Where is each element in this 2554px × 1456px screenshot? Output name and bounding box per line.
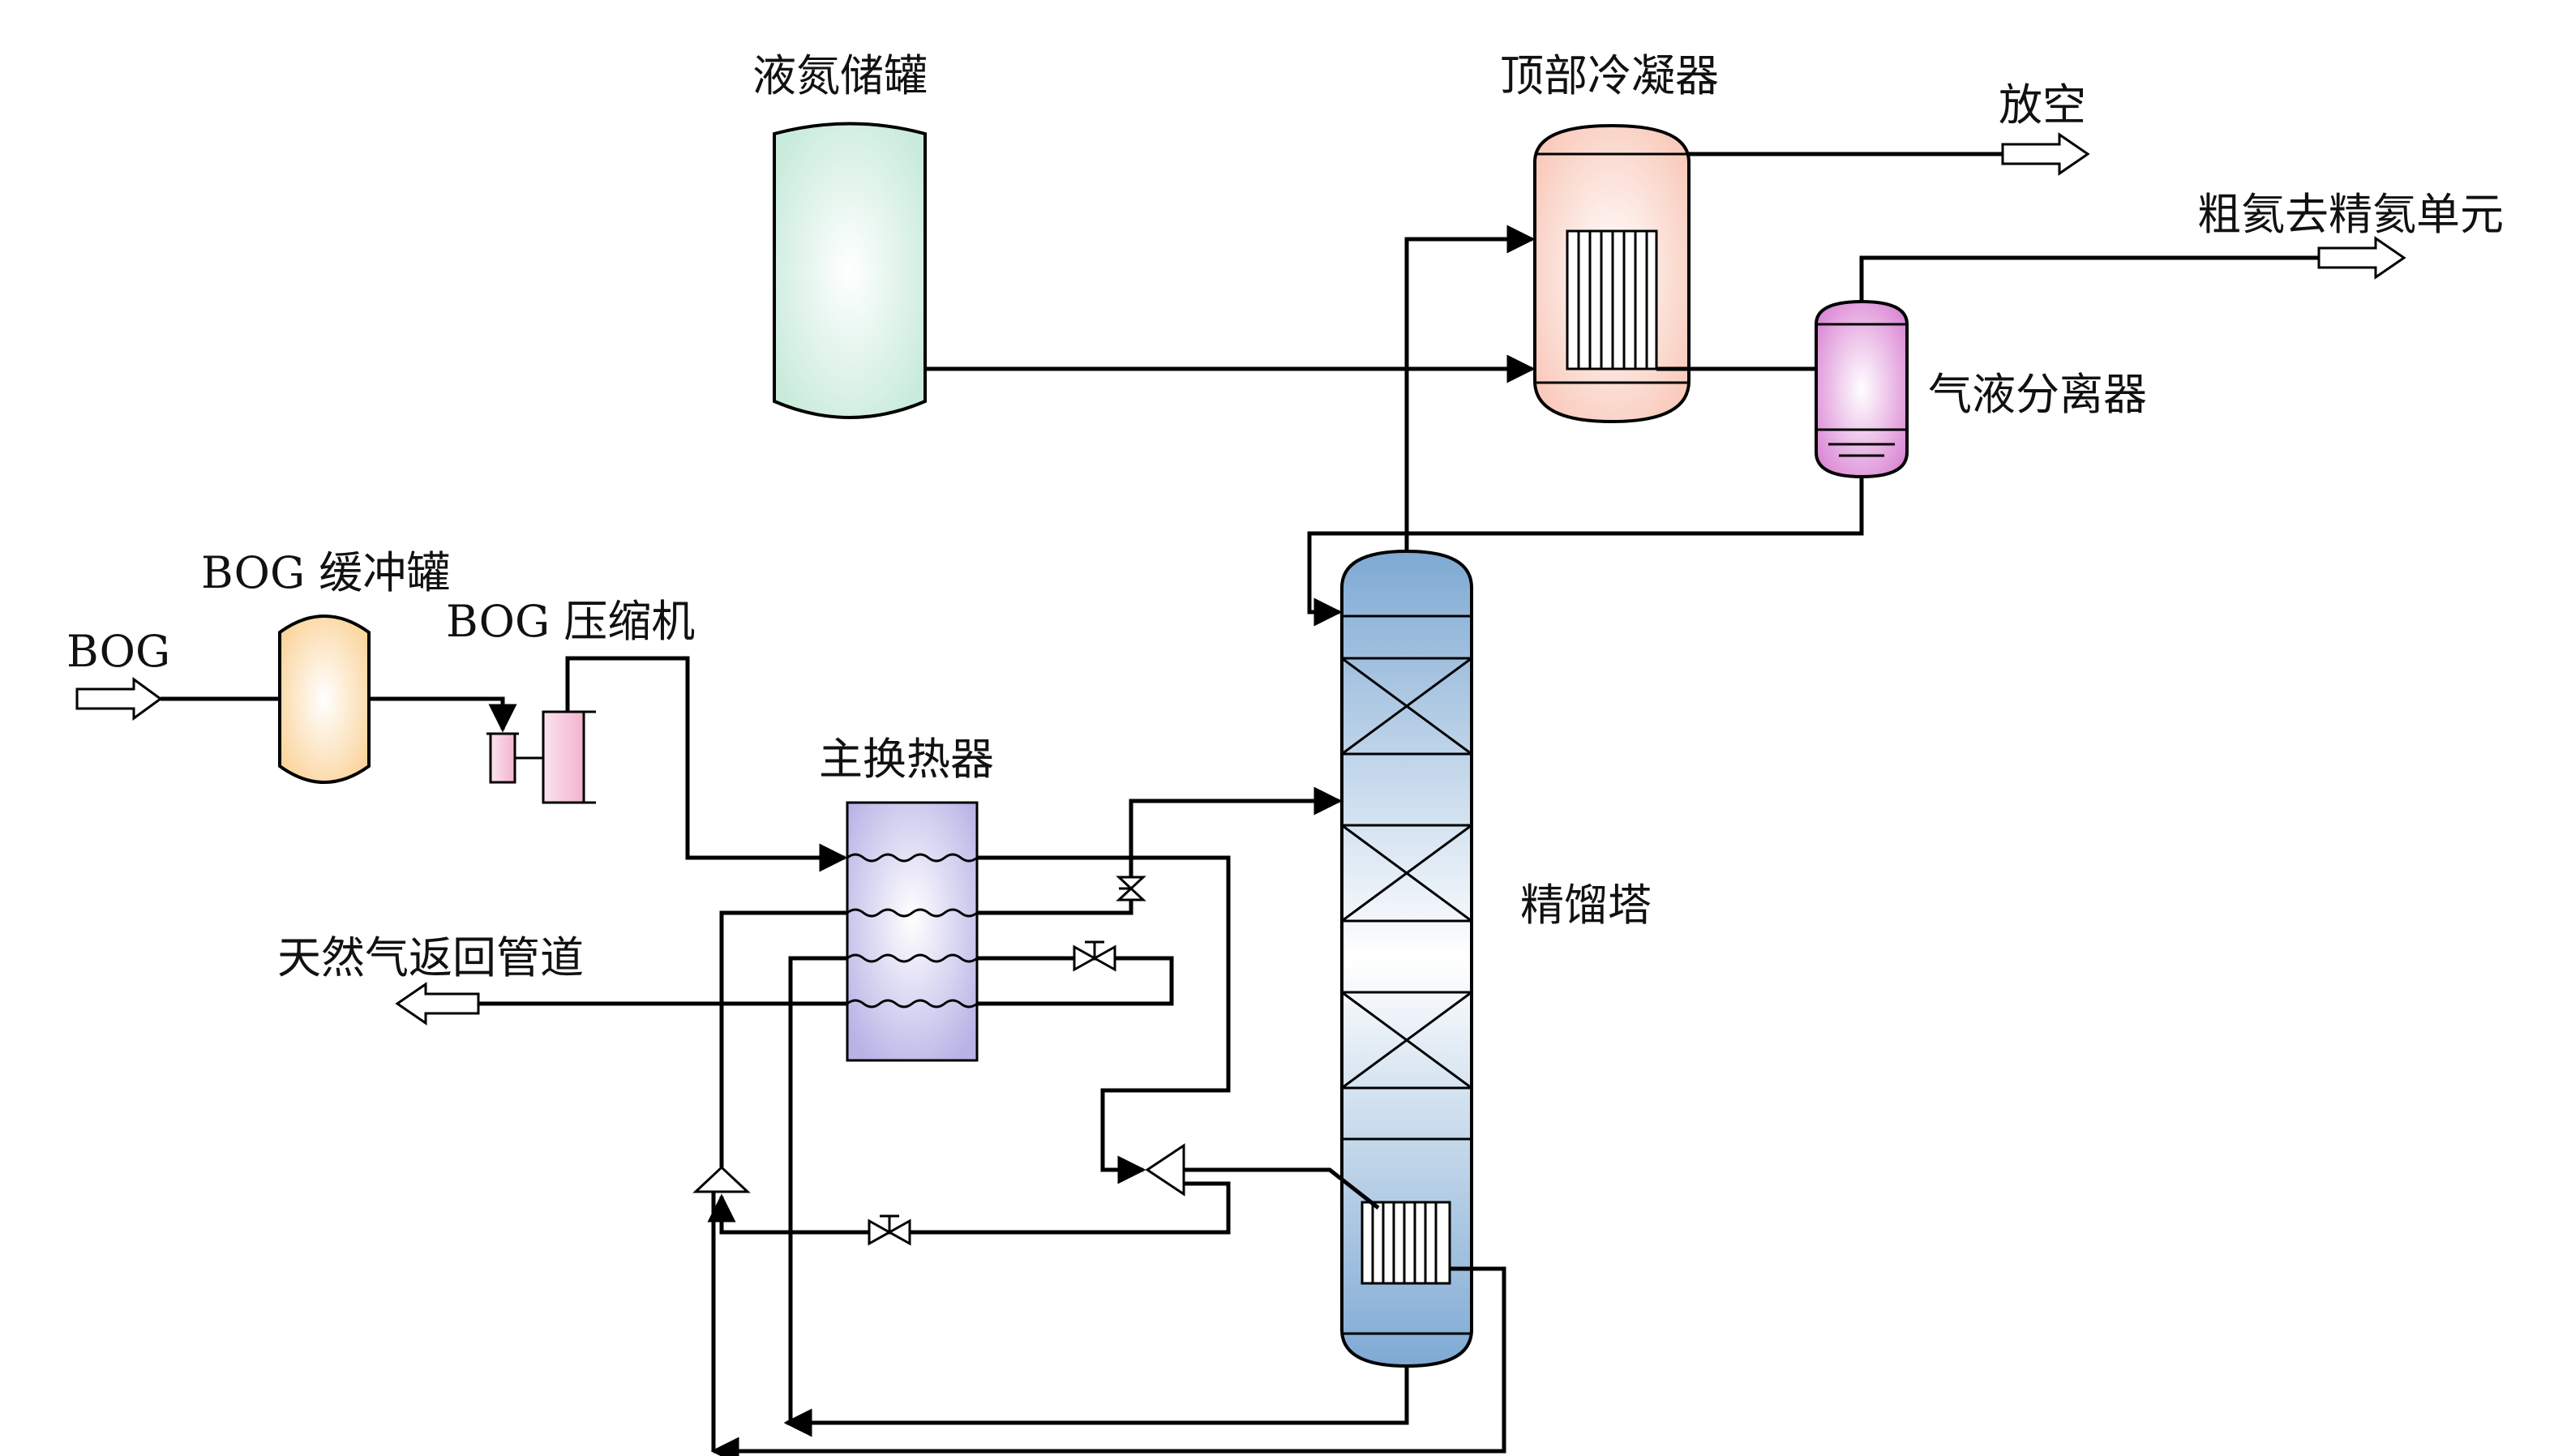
packing-bed-1: [1340, 657, 1473, 756]
ng-return-arrow: [395, 982, 480, 1026]
bog-buffer-tank: [278, 615, 371, 784]
pipe-column-top-to-condenser: [1404, 225, 1536, 551]
pipe-reboiler-outlet: [710, 1266, 1506, 1456]
bog-inlet-arrow: [75, 677, 163, 721]
label-bog-buffer-tank: BOG 缓冲罐: [201, 547, 450, 598]
packing-bed-2: [1340, 824, 1473, 923]
vent-arrow: [2001, 132, 2090, 176]
crude-nitrogen-arrow: [2317, 236, 2406, 280]
valve-bottom-loop: [868, 1214, 911, 1246]
label-ln2-tank: 液氮储罐: [752, 50, 928, 101]
label-crude-nitrogen: 粗氦去精氦单元: [2197, 189, 2504, 240]
reboiler-coil: [1361, 1201, 1451, 1285]
gas-liquid-separator: [1815, 299, 1909, 479]
expander: [1145, 1143, 1185, 1197]
mixer-triangle: [692, 1165, 751, 1193]
pipe-crude-nitrogen: [1859, 255, 2319, 302]
main-heat-exchanger: [846, 801, 979, 1062]
condenser-tube-bundle: [1566, 229, 1658, 370]
pipe-buffer-to-compressor: [369, 696, 517, 733]
pipe-separator-liquid-return: [1307, 477, 1864, 627]
top-condenser: [1533, 123, 1691, 424]
label-bog-compressor: BOG 压缩机: [446, 596, 695, 647]
label-ng-return-pipe: 天然气返回管道: [277, 932, 584, 983]
bog-compressor: [486, 710, 596, 804]
pipe-column-to-expander: [1184, 1167, 1380, 1210]
label-vent: 放空: [1999, 79, 2086, 131]
valve-upper-feed: [1116, 876, 1146, 901]
pipe-expander-loop: [707, 1181, 1231, 1235]
distillation-column: [1340, 549, 1473, 1368]
ln2-tank: [773, 122, 927, 419]
packing-bed-3: [1340, 991, 1473, 1090]
label-top-condenser: 顶部冷凝器: [1500, 50, 1719, 101]
valve-stream-3: [1073, 940, 1116, 972]
label-main-heat-exchanger: 主换热器: [819, 734, 994, 785]
label-gas-liquid-separator: 气液分离器: [1928, 369, 2147, 420]
pipe-hx-to-column-upper: [977, 786, 1343, 915]
label-bog-inlet: BOG: [66, 626, 170, 677]
pipe-compressor-to-heat-exchanger: [565, 656, 848, 872]
pipe-hx-to-column-feed: [977, 855, 1231, 1184]
pipe-mixer-to-hx: [719, 910, 847, 1167]
label-distillation-column: 精馏塔: [1520, 880, 1652, 931]
